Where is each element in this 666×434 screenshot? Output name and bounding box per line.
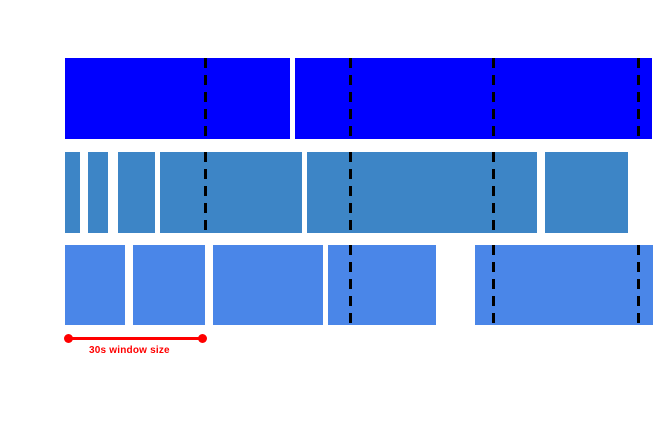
bar-segment — [65, 152, 80, 233]
bar-segment — [160, 152, 302, 233]
window-boundary-dashed-line — [204, 152, 207, 233]
bar-segment — [475, 245, 653, 325]
track-1 — [0, 58, 666, 139]
window-measure-arrow-right-endpoint — [198, 334, 207, 343]
bar-segment — [65, 245, 125, 325]
window-boundary-dashed-line — [492, 58, 495, 139]
window-measure-arrow-line — [68, 337, 203, 340]
window-boundary-dashed-line — [492, 152, 495, 233]
window-boundary-dashed-line — [349, 58, 352, 139]
window-measure-arrow-left-endpoint — [64, 334, 73, 343]
bar-segment — [307, 152, 537, 233]
bar-segment — [328, 245, 436, 325]
track-3 — [0, 245, 666, 325]
bar-segment — [545, 152, 628, 233]
bar-segment — [65, 58, 290, 139]
bar-segment — [88, 152, 108, 233]
bar-segment — [118, 152, 155, 233]
bar-segment — [213, 245, 323, 325]
bar-segment — [295, 58, 652, 139]
window-boundary-dashed-line — [637, 58, 640, 139]
window-boundary-dashed-line — [637, 245, 640, 325]
window-boundary-dashed-line — [349, 152, 352, 233]
window-boundary-dashed-line — [492, 245, 495, 325]
window-boundary-dashed-line — [349, 245, 352, 325]
window-size-label: 30s window size — [89, 345, 170, 356]
track-2 — [0, 152, 666, 233]
window-boundary-dashed-line — [204, 58, 207, 139]
bar-segment — [133, 245, 205, 325]
